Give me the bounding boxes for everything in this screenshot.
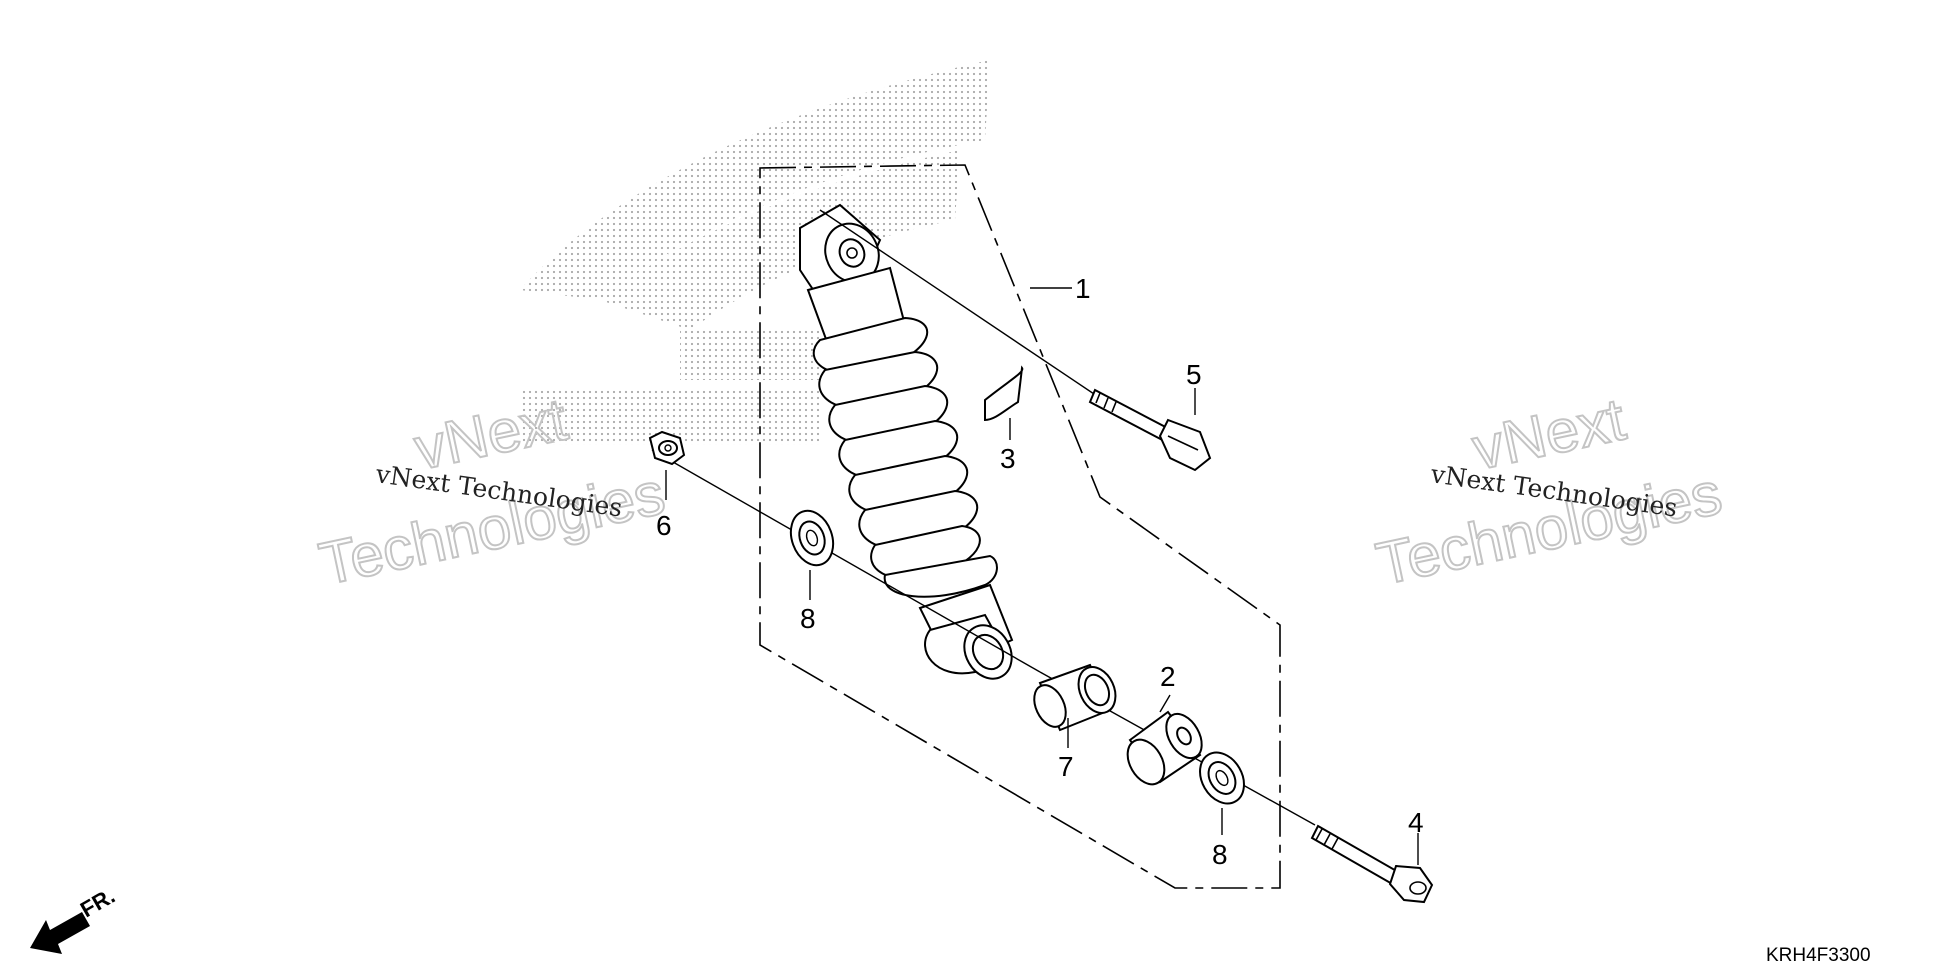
lower-bolt-axis-line bbox=[651, 449, 1041, 673]
collar-2 bbox=[1126, 710, 1203, 786]
callout-6: 6 bbox=[656, 510, 672, 541]
callout-1: 1 bbox=[1075, 273, 1091, 304]
callout-8-left: 8 bbox=[800, 603, 816, 634]
upper-bolt-axis-line bbox=[819, 209, 1101, 399]
dust-seal-8-right bbox=[1199, 751, 1245, 805]
part-3-collar bbox=[984, 365, 1024, 422]
bolt-5-upper bbox=[1088, 388, 1212, 472]
nut-6 bbox=[648, 430, 686, 466]
callout-2: 2 bbox=[1160, 661, 1176, 692]
callout-8-right: 8 bbox=[1212, 839, 1228, 870]
rear-shock-absorber bbox=[799, 203, 1014, 680]
shock-spring bbox=[812, 316, 981, 580]
needle-bearing-7 bbox=[1033, 663, 1117, 732]
callout-7: 7 bbox=[1058, 751, 1074, 782]
callout-4: 4 bbox=[1408, 807, 1424, 838]
leader-lines bbox=[665, 287, 1419, 865]
background-logo-stipple bbox=[520, 60, 990, 445]
front-direction-arrow: FR. bbox=[30, 883, 119, 954]
callout-5: 5 bbox=[1186, 359, 1202, 390]
bolt-4-lower bbox=[1310, 824, 1434, 904]
diagram-code: KRH4F3300 bbox=[1766, 945, 1871, 966]
callout-3: 3 bbox=[1000, 443, 1016, 474]
dust-seal-8-left bbox=[789, 509, 835, 567]
assembly-boundary-dashed bbox=[759, 164, 1281, 889]
